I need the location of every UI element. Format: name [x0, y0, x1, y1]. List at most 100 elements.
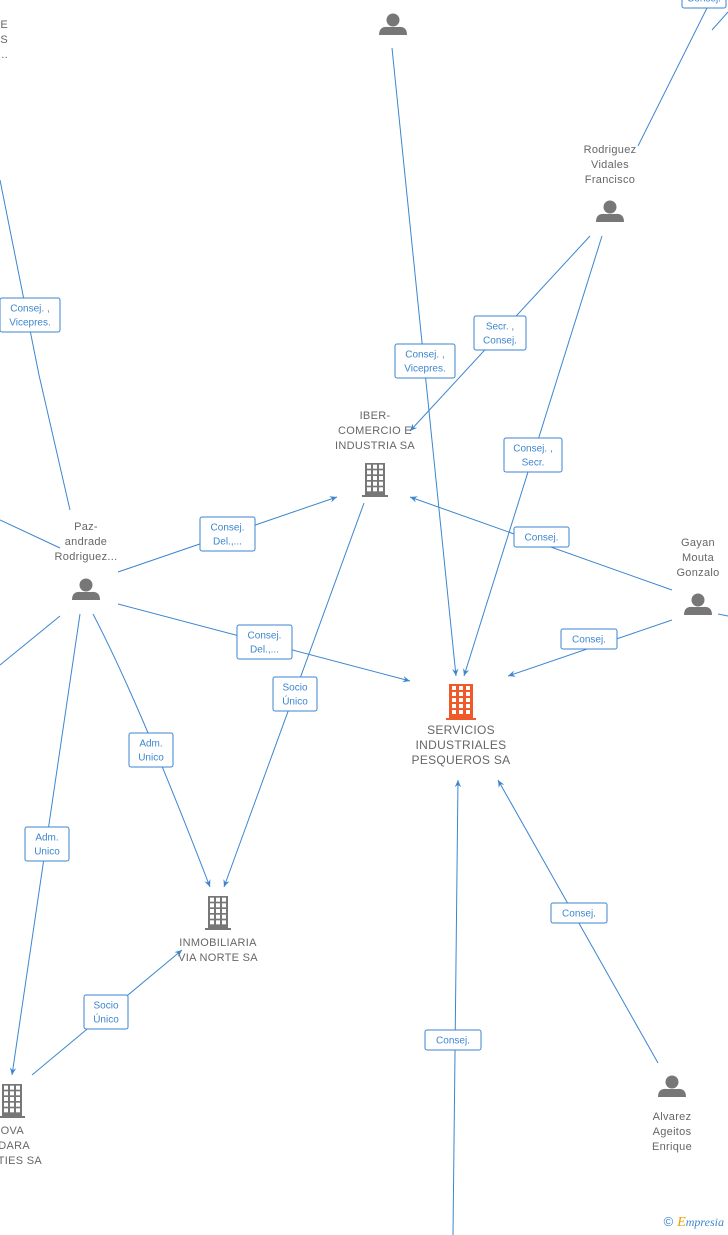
edge-label-box — [272, 676, 318, 712]
edge-label[interactable]: Adm. Unico — [128, 732, 174, 768]
node-label: Paz- — [74, 521, 98, 533]
edge-label[interactable]: Consej. — [550, 902, 608, 924]
edge-label-text: Consej. — [483, 336, 517, 347]
edge-label[interactable]: Consej. Del.,... — [199, 516, 256, 552]
brand-watermark: ©Empresia — [664, 1214, 724, 1231]
node-label: S — [0, 34, 8, 46]
edge-label-text: Socio — [93, 1001, 118, 1012]
edge-label-box — [24, 826, 70, 862]
edge-label-text: Adm. — [35, 833, 58, 844]
edge-label-box — [473, 315, 527, 351]
edge-label[interactable]: Consej. — [424, 1029, 482, 1051]
person-icon — [658, 1075, 686, 1097]
node-label: Rodriguez — [584, 144, 637, 156]
edge-label-text: Vicepres. — [404, 364, 446, 375]
edge-label-text: Consej. — [525, 533, 559, 544]
node-label: Alvarez — [653, 1111, 692, 1123]
edge-label-text: Unico — [34, 847, 60, 858]
edge-label-box — [83, 994, 129, 1030]
edge-label-text: Del.,... — [250, 645, 279, 656]
node-top_person[interactable] — [379, 13, 407, 36]
edge-label-text: Secr. , — [486, 322, 514, 333]
edge-label[interactable]: Consej. — [681, 0, 727, 9]
node-label: Ageitos — [653, 1126, 692, 1138]
node-label: VIA NORTE SA — [178, 952, 258, 964]
node-inmob[interactable]: INMOBILIARIA VIA NORTE SA — [178, 896, 258, 964]
edge-label-box — [394, 343, 456, 379]
brand-name: mpresia — [685, 1215, 724, 1229]
edge-label-text: Consej. , — [513, 444, 552, 455]
edge-label[interactable]: Consej. , Secr. — [503, 437, 563, 473]
edge-label-box — [199, 516, 256, 552]
edge-line — [0, 179, 71, 511]
edge-partial-2 — [717, 613, 728, 617]
edge-label-text: Del.,... — [213, 537, 242, 548]
edge-label-text: Unico — [138, 753, 164, 764]
node-label: SERVICIOS — [427, 723, 495, 737]
building-icon — [362, 463, 388, 497]
edge-label-box — [236, 624, 293, 660]
node-top_partial[interactable]: ES A... — [0, 19, 8, 61]
node-label: PESQUEROS SA — [412, 753, 511, 767]
edge-label-box — [513, 526, 570, 548]
person-icon — [379, 13, 407, 35]
person-icon — [684, 593, 712, 615]
edge-label[interactable]: Consej. — [513, 526, 570, 548]
edge-label[interactable]: Consej. , Vicepres. — [394, 343, 456, 379]
edge-label[interactable]: Consej. , Vicepres. — [0, 297, 61, 333]
copyright-symbol: © — [663, 1214, 674, 1229]
edge-label-text: Adm. — [139, 739, 162, 750]
node-label: DARA — [0, 1140, 30, 1152]
node-label: Gonzalo — [676, 567, 719, 579]
node-paz[interactable]: Paz-andradeRodriguez... — [55, 521, 118, 600]
edge-label-text: Consej. — [248, 631, 282, 642]
building-icon — [0, 1084, 25, 1118]
edge-partial-3 — [711, 11, 728, 31]
node-label: TIES SA — [0, 1155, 42, 1167]
node-label: andrade — [65, 536, 107, 548]
edge-label-box — [503, 437, 563, 473]
node-label: OVA — [1, 1125, 25, 1137]
node-label: INDUSTRIALES — [416, 738, 507, 752]
edge-label-text: Socio — [282, 683, 307, 694]
edge-label-box — [681, 0, 727, 9]
node-label: INMOBILIARIA — [179, 937, 257, 949]
edge-label-text: Consej. , — [405, 350, 444, 361]
edge-label-box — [560, 628, 618, 650]
node-label: Mouta — [682, 552, 715, 564]
edge-label[interactable]: Consej. — [560, 628, 618, 650]
edge-label-box — [128, 732, 174, 768]
edge-label-box — [550, 902, 608, 924]
node-label: Enrique — [652, 1141, 692, 1153]
edge-partial-1 — [0, 615, 61, 666]
edge-label-text: Consej. , — [10, 304, 49, 315]
node-label: INDUSTRIA SA — [335, 440, 415, 452]
node-label: A... — [0, 49, 8, 61]
edge-label-text: Secr. — [522, 458, 545, 469]
edge-label-text: Consej. — [572, 635, 606, 646]
person-icon — [596, 200, 624, 222]
edge-label-text: Vicepres. — [9, 318, 51, 329]
edge-label[interactable]: Adm. Unico — [24, 826, 70, 862]
building-icon — [205, 896, 231, 930]
edge-label[interactable]: Consej. Del.,... — [236, 624, 293, 660]
edge-label-text: Consej. — [211, 523, 245, 534]
edge-label-text: Único — [93, 1013, 119, 1026]
node-label: E — [0, 19, 8, 31]
node-nova[interactable]: OVA DARA TIES SA — [0, 1084, 42, 1167]
edge-label-text: Único — [282, 695, 308, 708]
edge-line — [92, 613, 211, 888]
edge-label-text: Consej. — [436, 1036, 470, 1047]
edge-label-box — [0, 297, 61, 333]
node-label: Rodriguez... — [55, 551, 118, 563]
edge-line — [637, 7, 708, 147]
edge-label[interactable]: Secr. , Consej. — [473, 315, 527, 351]
